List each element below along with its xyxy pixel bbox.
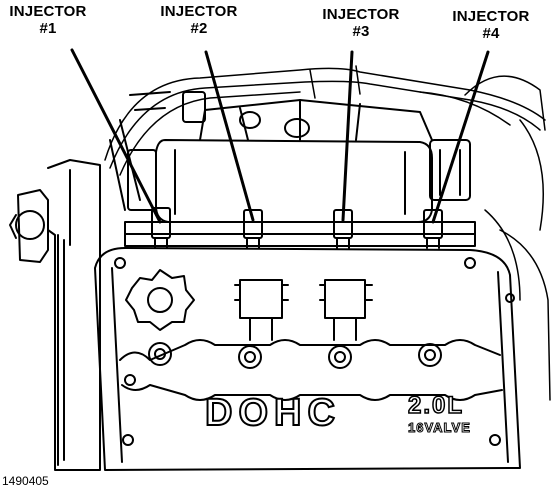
injector-4-label: INJECTOR #4 (442, 8, 540, 42)
injector-4-number: #4 (482, 25, 500, 42)
injector-4-title: INJECTOR (452, 8, 530, 25)
injector-3-number: #3 (352, 23, 370, 40)
injector-1-label: INJECTOR #1 (8, 3, 88, 37)
leader-line-1 (70, 48, 162, 224)
fuel-rail (124, 221, 476, 247)
leader-line-2 (204, 50, 255, 222)
figure-code: 1490405 (2, 474, 49, 488)
wire-harness (104, 65, 551, 401)
injector-1-number: #1 (39, 20, 57, 37)
injector-2 (243, 209, 263, 249)
leader-line-4 (431, 50, 490, 224)
injector-1 (151, 207, 171, 249)
injector-3-label: INJECTOR #3 (312, 6, 410, 40)
injector-2-label: INJECTOR #2 (150, 3, 248, 37)
leader-line-3 (341, 50, 354, 222)
injector-4 (423, 209, 443, 249)
intake-manifold (109, 91, 471, 223)
injector-2-title: INJECTOR (160, 3, 238, 20)
pulley-assembly (9, 159, 101, 471)
valve-cover (94, 247, 521, 471)
injector-3-title: INJECTOR (322, 6, 400, 23)
leader-lines (70, 48, 490, 224)
injector-2-number: #2 (190, 20, 208, 37)
injector-1-title: INJECTOR (9, 3, 87, 20)
cover-text-valve: 16VALVE (408, 420, 471, 436)
cover-text-main: DOHC (204, 391, 341, 435)
cover-text-displacement: 2.0L (407, 391, 465, 420)
